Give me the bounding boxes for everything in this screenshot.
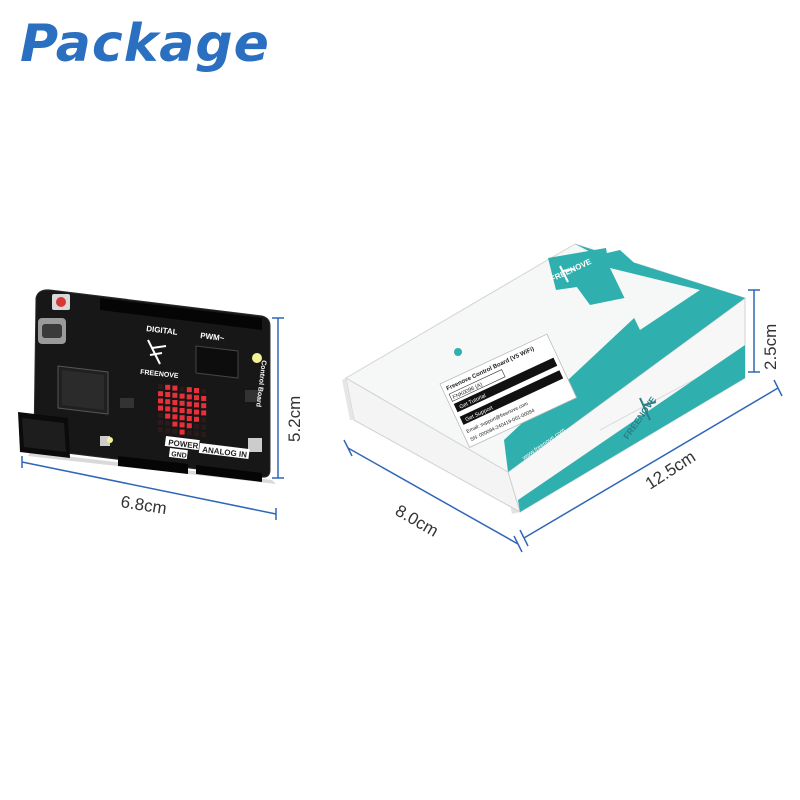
led-dot xyxy=(186,423,192,429)
board-digital-label: DIGITAL xyxy=(146,324,178,337)
led-dot xyxy=(172,400,178,405)
led-dot xyxy=(194,424,199,429)
led-dot xyxy=(158,384,163,389)
led-dot xyxy=(165,384,171,390)
led-dot xyxy=(201,410,207,416)
led-dot xyxy=(201,388,207,394)
led-dot xyxy=(179,386,185,392)
led-dot xyxy=(201,432,207,437)
box-width-label: 8.0cm xyxy=(392,501,442,541)
led-dot xyxy=(172,428,178,434)
led-dot xyxy=(172,414,178,420)
led-dot xyxy=(158,398,163,404)
led-dot xyxy=(172,421,178,427)
led-dot xyxy=(172,392,178,398)
board-power-label: POWER xyxy=(168,438,199,451)
led-dot xyxy=(194,416,199,422)
led-dot xyxy=(201,403,207,409)
led-dot xyxy=(158,391,163,397)
board-height-dimension: 5.2cm xyxy=(272,317,304,479)
page-title: Package xyxy=(20,14,270,74)
board-brand-text: FREENOVE xyxy=(140,369,179,380)
led-dot xyxy=(186,408,192,414)
led-dot xyxy=(165,413,171,419)
led-dot xyxy=(179,393,185,399)
led-dot xyxy=(172,407,178,413)
led-dot xyxy=(165,399,171,405)
board-logo: FREENOVE xyxy=(140,339,179,380)
led-dot xyxy=(186,394,192,400)
control-board: FREENOVE DIGITAL PWM~ Control Board POWE… xyxy=(18,289,276,484)
led-dot xyxy=(165,428,171,433)
led-dot xyxy=(158,427,163,433)
led-dot xyxy=(194,402,199,408)
led-dot xyxy=(158,420,163,425)
led-dot xyxy=(158,412,163,418)
led-dot xyxy=(201,417,207,423)
led-dot xyxy=(165,406,171,412)
led-dot xyxy=(165,420,171,426)
package-box: FREENOVE FREENOVE www.freenove.com Freen… xyxy=(342,243,747,514)
power-led-icon xyxy=(252,353,262,363)
info-circle-icon xyxy=(454,348,462,356)
led-dot xyxy=(194,431,199,437)
led-dot xyxy=(186,416,192,421)
led-dot xyxy=(165,392,171,397)
led-dot xyxy=(194,388,199,393)
led-dot xyxy=(186,430,192,436)
box-length-label: 12.5cm xyxy=(642,447,699,493)
led-dot xyxy=(179,415,185,421)
box-height-dimension: 2.5cm xyxy=(748,289,780,373)
led-heart-matrix xyxy=(158,384,207,437)
box-height-label: 2.5cm xyxy=(761,324,780,370)
led-dot xyxy=(158,405,163,411)
led-dot xyxy=(194,395,199,401)
led-dot xyxy=(179,408,185,413)
led-dot xyxy=(201,396,207,401)
led-dot xyxy=(172,385,178,391)
board-gnd-label: GND xyxy=(171,451,187,460)
led-dot xyxy=(186,387,192,393)
led-dot xyxy=(179,429,185,435)
board-pwm-label: PWM~ xyxy=(200,331,225,343)
board-width-label: 6.8cm xyxy=(119,492,168,518)
led-dot xyxy=(179,400,185,406)
led-dot xyxy=(186,401,192,407)
led-dot xyxy=(194,409,199,415)
board-height-label: 5.2cm xyxy=(285,396,304,442)
led-dot xyxy=(179,422,185,428)
led-dot xyxy=(201,424,207,430)
